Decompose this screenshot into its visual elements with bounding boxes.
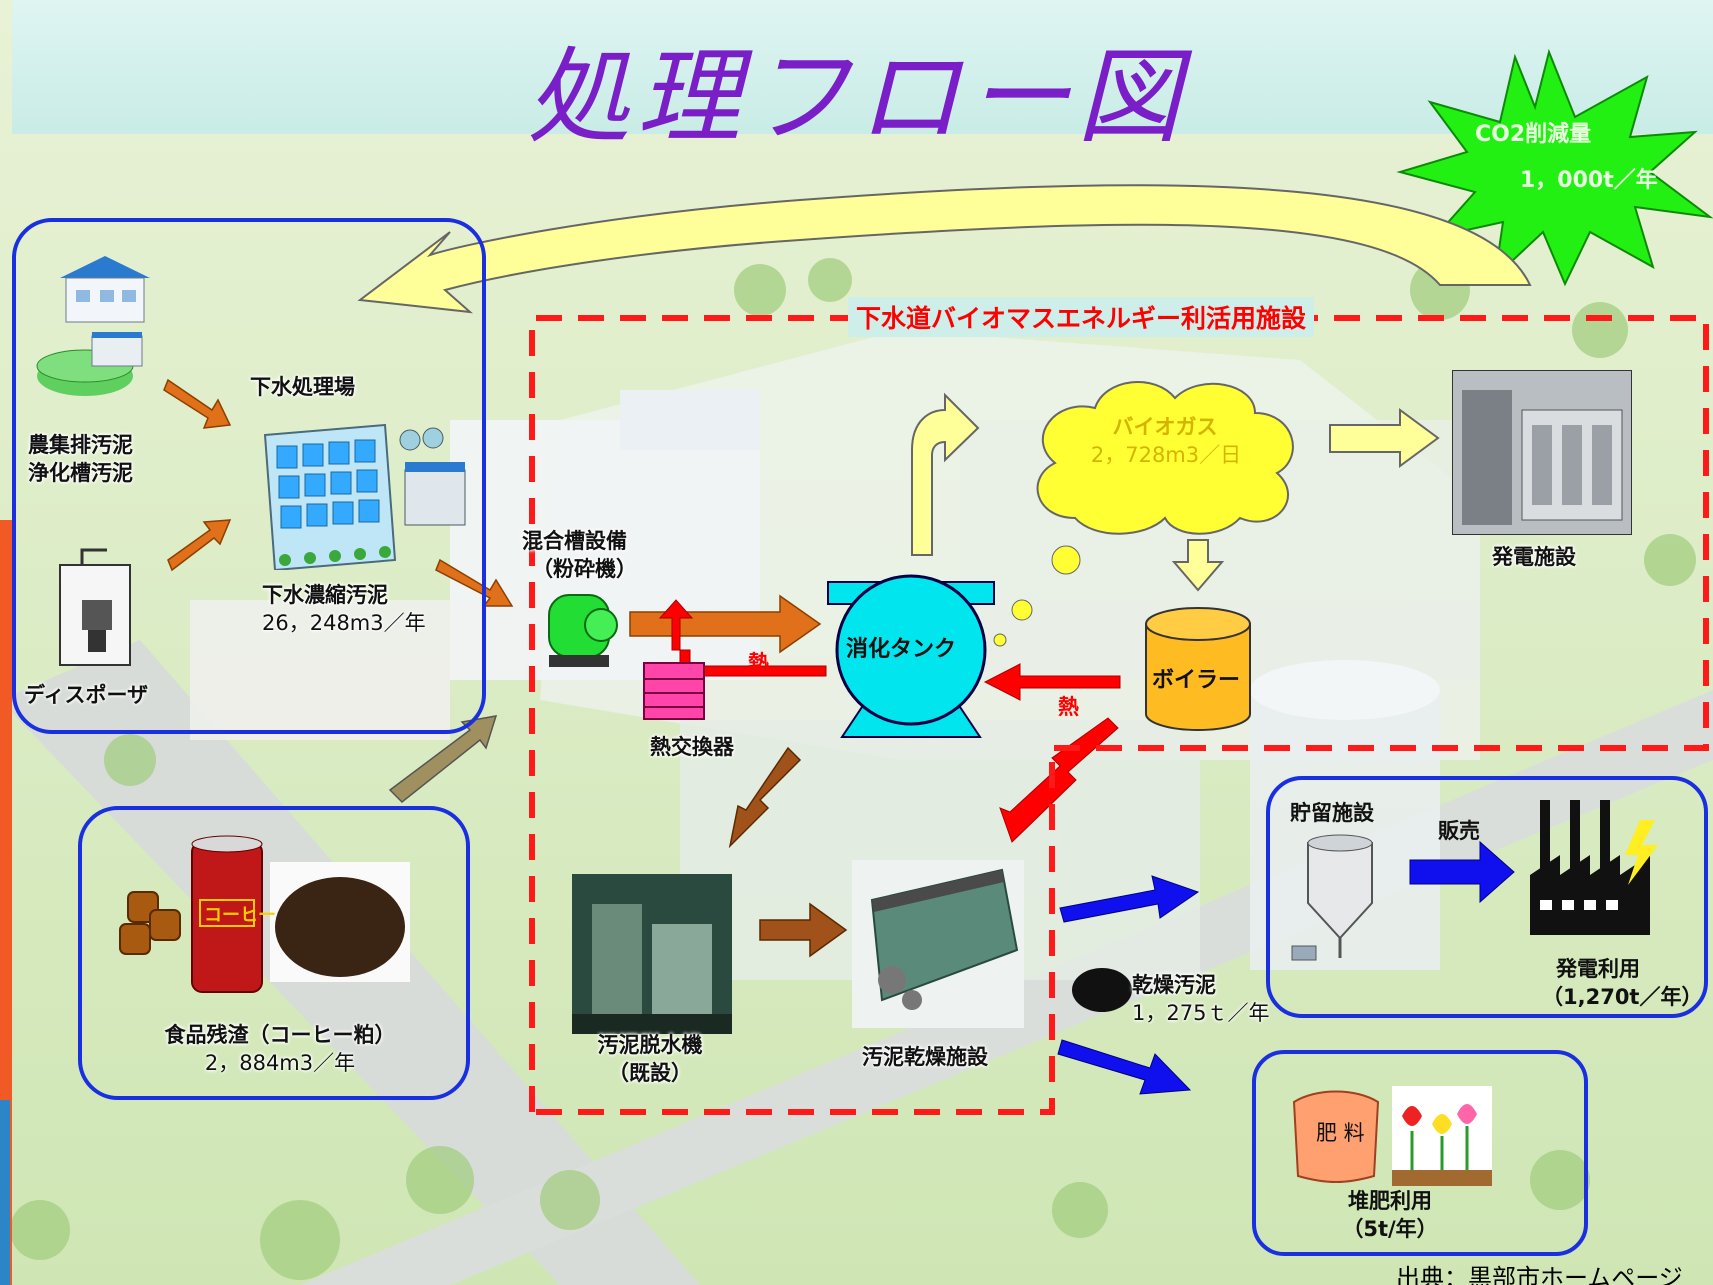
- concentrated-sludge-volume: 26，248m3／年: [262, 611, 426, 635]
- digestion-tank-label: 消化タンク: [846, 637, 957, 662]
- recycle-arrow: [357, 184, 1532, 314]
- dewatering-label-1: 汚泥脱水機: [597, 1033, 703, 1057]
- treatment-plant-icon: [263, 423, 466, 570]
- storage-silo-icon: [1291, 834, 1373, 961]
- boiler-label: ボイラー: [1152, 668, 1241, 693]
- dried-sludge-label: 乾燥汚泥: [1132, 973, 1216, 997]
- can-text: コーヒー: [204, 905, 276, 926]
- food-waste-volume: 2，884m3／年: [204, 1051, 356, 1075]
- input-label-2: 浄化槽汚泥: [28, 461, 133, 485]
- treatment-plant-label: 下水処理場: [250, 375, 355, 399]
- heat-label-1: 熱: [748, 651, 769, 675]
- fertilizer-bag-icon: [1292, 1090, 1380, 1183]
- page-title: 処理フロー図: [526, 36, 1187, 158]
- heat-label-2: 熱: [1058, 695, 1079, 719]
- input-label-1: 農集排汚泥: [28, 433, 133, 457]
- dried-sludge-icon: [1072, 968, 1132, 1012]
- fertilizer-bag-text: 肥 料: [1316, 1121, 1365, 1145]
- compost-volume: （5t/年）: [1342, 1217, 1438, 1241]
- drying-facility-photo: [852, 860, 1024, 1028]
- co2-line2: 1，000t／年: [1520, 168, 1658, 193]
- disposer-icon: [59, 548, 131, 666]
- factory-icon: [1530, 800, 1658, 935]
- power-plant-photo: [1452, 370, 1632, 535]
- source-credit: 出典：黒部市ホームページ: [1396, 1264, 1683, 1285]
- coffee-grounds-icon: [119, 835, 410, 993]
- biogas-cloud: [1036, 381, 1294, 535]
- boiler-icon: [1145, 607, 1251, 731]
- co2-line1: CO2削減量: [1475, 122, 1592, 147]
- storage-label: 貯留施設: [1290, 801, 1374, 825]
- biogas-volume: 2，728m3／日: [1090, 443, 1242, 467]
- dewatering-photo: [572, 874, 732, 1034]
- sale-label: 販売: [1438, 819, 1480, 843]
- power-use-volume: （1,270t／年）: [1542, 985, 1703, 1009]
- dewatering-label-2: （既設）: [608, 1061, 692, 1085]
- food-waste-label: 食品残渣（コーヒー粕）: [164, 1023, 396, 1047]
- facility-label: 下水道バイオマスエネルギー利活用施設: [848, 297, 1315, 337]
- digestion-tank-icon: [827, 574, 995, 738]
- disposer-label: ディスポーザ: [24, 683, 149, 707]
- mixing-tank-label-1: 混合槽設備: [522, 529, 627, 553]
- compost-label: 堆肥利用: [1348, 1189, 1432, 1213]
- heat-exchanger-label: 熱交換器: [650, 735, 734, 759]
- house-icon: [60, 256, 150, 323]
- power-plant-label: 発電施設: [1492, 545, 1576, 569]
- crusher-icon: [548, 594, 618, 667]
- biogas-label: バイオガス: [1112, 415, 1218, 439]
- heat-exchanger-icon: [643, 662, 705, 720]
- bubbles: [993, 545, 1081, 647]
- tulips-icon: [1392, 1086, 1492, 1186]
- drying-label: 汚泥乾燥施設: [862, 1045, 988, 1069]
- co2-starburst: [1396, 48, 1713, 287]
- dried-sludge-volume: 1，275ｔ／年: [1132, 1001, 1270, 1025]
- mixing-tank-label-2: （粉砕機）: [532, 557, 637, 581]
- power-use-label: 発電利用: [1556, 957, 1640, 981]
- concentrated-sludge-label: 下水濃縮汚泥: [262, 583, 388, 607]
- septic-tank-icon: [36, 332, 143, 396]
